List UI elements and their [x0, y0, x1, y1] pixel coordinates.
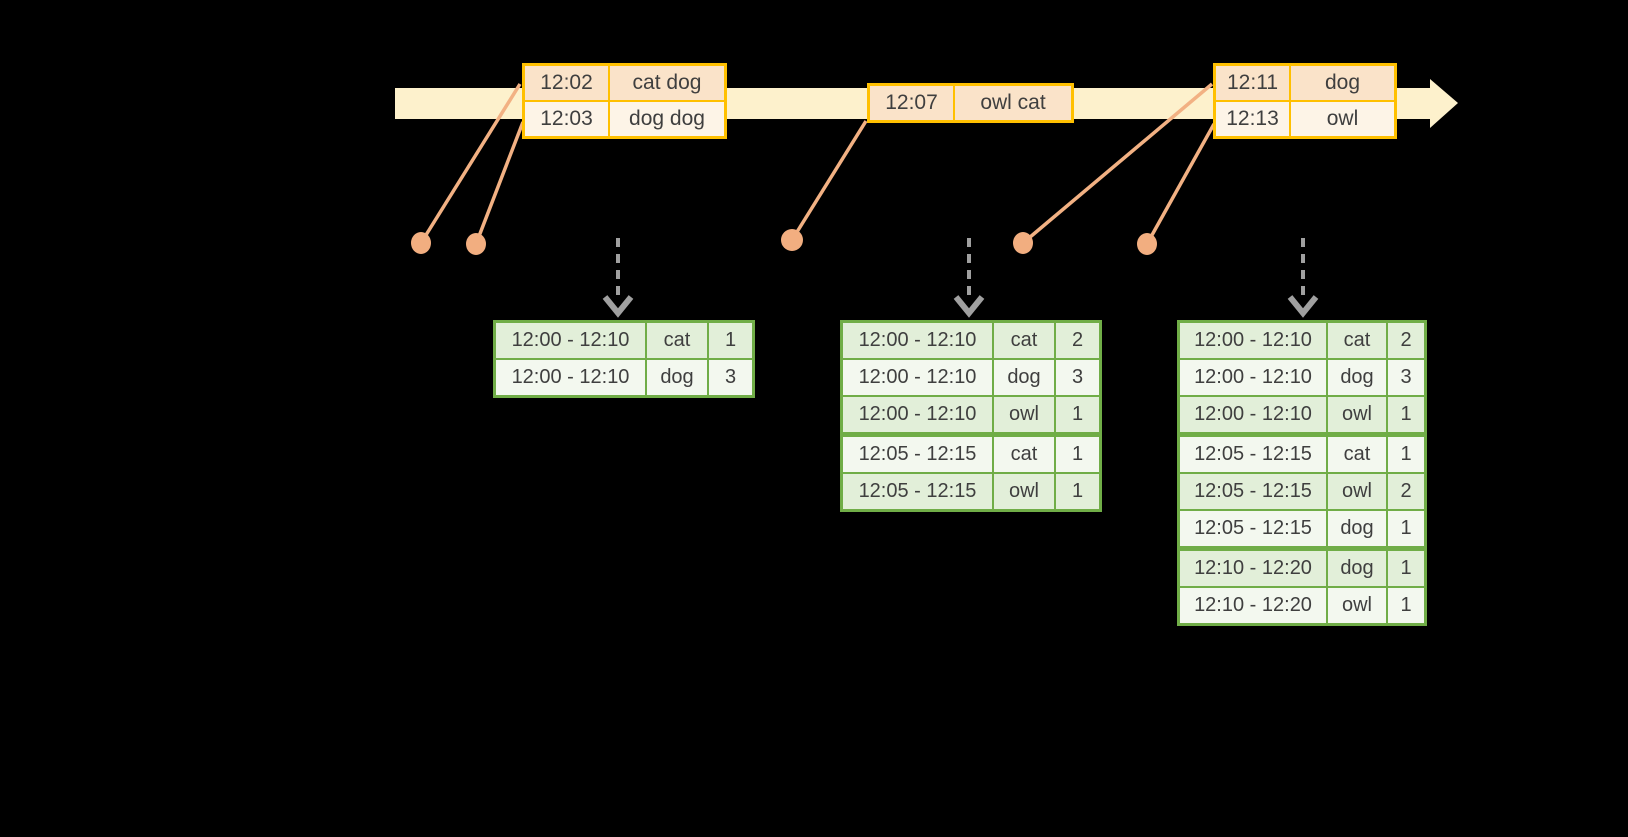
result-table-row: 12:00 - 12:10 owl 1: [843, 397, 1099, 432]
event-words-cell: cat dog: [610, 66, 724, 100]
event-table-row: 12:03 dog dog: [525, 102, 724, 136]
event-words-cell: dog: [1291, 66, 1394, 100]
count-cell: 2: [1056, 323, 1099, 358]
result-table-row: 12:00 - 12:10 cat 1: [496, 323, 752, 358]
count-cell: 2: [1388, 323, 1424, 358]
event-time-cell: 12:03: [525, 102, 608, 136]
trigger-arrow-1: [602, 238, 634, 318]
event-dot-5: [1137, 233, 1157, 255]
word-cell: owl: [1328, 588, 1386, 623]
window-cell: 12:00 - 12:10: [843, 323, 992, 358]
window-cell: 12:05 - 12:15: [1180, 474, 1326, 509]
word-cell: owl: [994, 474, 1054, 509]
window-cell: 12:00 - 12:10: [843, 397, 992, 432]
count-cell: 1: [1388, 551, 1424, 586]
connector-line-4: [1021, 82, 1214, 245]
result-table-2: 12:00 - 12:10 cat 2 12:00 - 12:10 dog 3 …: [840, 320, 1102, 512]
result-table-3: 12:00 - 12:10 cat 2 12:00 - 12:10 dog 3 …: [1177, 320, 1427, 626]
word-cell: owl: [994, 397, 1054, 432]
event-table-row: 12:02 cat dog: [525, 66, 724, 100]
count-cell: 1: [1056, 437, 1099, 472]
result-table-row: 12:05 - 12:15 dog 1: [1180, 511, 1424, 546]
word-cell: dog: [647, 360, 707, 395]
result-table-row: 12:00 - 12:10 cat 2: [1180, 323, 1424, 358]
event-table-row: 12:13 owl: [1216, 102, 1394, 136]
event-table-1: 12:02 cat dog 12:03 dog dog: [522, 63, 727, 139]
result-table-row: 12:10 - 12:20 dog 1: [1180, 551, 1424, 586]
event-dot-1: [411, 232, 431, 254]
word-cell: cat: [1328, 323, 1386, 358]
count-cell: 1: [1388, 511, 1424, 546]
word-cell: dog: [1328, 360, 1386, 395]
window-cell: 12:05 - 12:15: [1180, 437, 1326, 472]
word-cell: cat: [994, 323, 1054, 358]
event-words-cell: owl: [1291, 102, 1394, 136]
event-table-2: 12:07 owl cat: [867, 83, 1074, 123]
result-table-row: 12:05 - 12:15 owl 1: [843, 474, 1099, 509]
result-table-row: 12:05 - 12:15 cat 1: [843, 437, 1099, 472]
window-cell: 12:00 - 12:10: [1180, 323, 1326, 358]
result-table-row: 12:00 - 12:10 dog 3: [1180, 360, 1424, 395]
word-cell: cat: [1328, 437, 1386, 472]
event-time-cell: 12:07: [870, 86, 953, 120]
connector-lines: [419, 82, 1216, 245]
result-table-row: 12:05 - 12:15 owl 2: [1180, 474, 1424, 509]
connector-line-5: [1145, 123, 1216, 245]
count-cell: 1: [1056, 474, 1099, 509]
event-words-cell: owl cat: [955, 86, 1071, 120]
event-dot-3: [781, 229, 803, 251]
count-cell: 3: [1388, 360, 1424, 395]
event-time-cell: 12:11: [1216, 66, 1289, 100]
result-table-row: 12:10 - 12:20 owl 1: [1180, 588, 1424, 623]
timeline-arrowhead-icon: [1430, 79, 1458, 128]
event-dots: [411, 229, 1157, 255]
window-cell: 12:00 - 12:10: [496, 323, 645, 358]
event-table-3: 12:11 dog 12:13 owl: [1213, 63, 1397, 139]
window-cell: 12:00 - 12:10: [1180, 360, 1326, 395]
count-cell: 1: [709, 323, 752, 358]
result-table-row: 12:00 - 12:10 owl 1: [1180, 397, 1424, 432]
count-cell: 3: [709, 360, 752, 395]
window-cell: 12:10 - 12:20: [1180, 551, 1326, 586]
window-cell: 12:00 - 12:10: [496, 360, 645, 395]
window-cell: 12:05 - 12:15: [843, 437, 992, 472]
window-cell: 12:05 - 12:15: [1180, 511, 1326, 546]
trigger-arrow-3: [1287, 238, 1319, 318]
result-table-row: 12:00 - 12:10 dog 3: [496, 360, 752, 395]
word-cell: cat: [994, 437, 1054, 472]
connector-line-1: [419, 83, 522, 244]
count-cell: 2: [1388, 474, 1424, 509]
word-cell: cat: [647, 323, 707, 358]
connector-line-3: [790, 120, 868, 241]
connector-line-2: [474, 121, 525, 245]
word-cell: dog: [994, 360, 1054, 395]
result-table-row: 12:05 - 12:15 cat 1: [1180, 437, 1424, 472]
word-cell: owl: [1328, 474, 1386, 509]
window-cell: 12:10 - 12:20: [1180, 588, 1326, 623]
count-cell: 1: [1388, 588, 1424, 623]
count-cell: 3: [1056, 360, 1099, 395]
trigger-arrows: [602, 238, 1319, 318]
word-cell: owl: [1328, 397, 1386, 432]
event-words-cell: dog dog: [610, 102, 724, 136]
count-cell: 1: [1056, 397, 1099, 432]
event-table-row: 12:11 dog: [1216, 66, 1394, 100]
event-dot-4: [1013, 232, 1033, 254]
window-cell: 12:00 - 12:10: [1180, 397, 1326, 432]
count-cell: 1: [1388, 397, 1424, 432]
word-cell: dog: [1328, 551, 1386, 586]
trigger-arrow-2: [953, 238, 985, 318]
event-dot-2: [466, 233, 486, 255]
result-table-row: 12:00 - 12:10 dog 3: [843, 360, 1099, 395]
event-time-cell: 12:13: [1216, 102, 1289, 136]
result-table-row: 12:00 - 12:10 cat 2: [843, 323, 1099, 358]
result-table-1: 12:00 - 12:10 cat 1 12:00 - 12:10 dog 3: [493, 320, 755, 398]
window-cell: 12:00 - 12:10: [843, 360, 992, 395]
word-cell: dog: [1328, 511, 1386, 546]
event-table-row: 12:07 owl cat: [870, 86, 1071, 120]
window-cell: 12:05 - 12:15: [843, 474, 992, 509]
count-cell: 1: [1388, 437, 1424, 472]
event-time-cell: 12:02: [525, 66, 608, 100]
